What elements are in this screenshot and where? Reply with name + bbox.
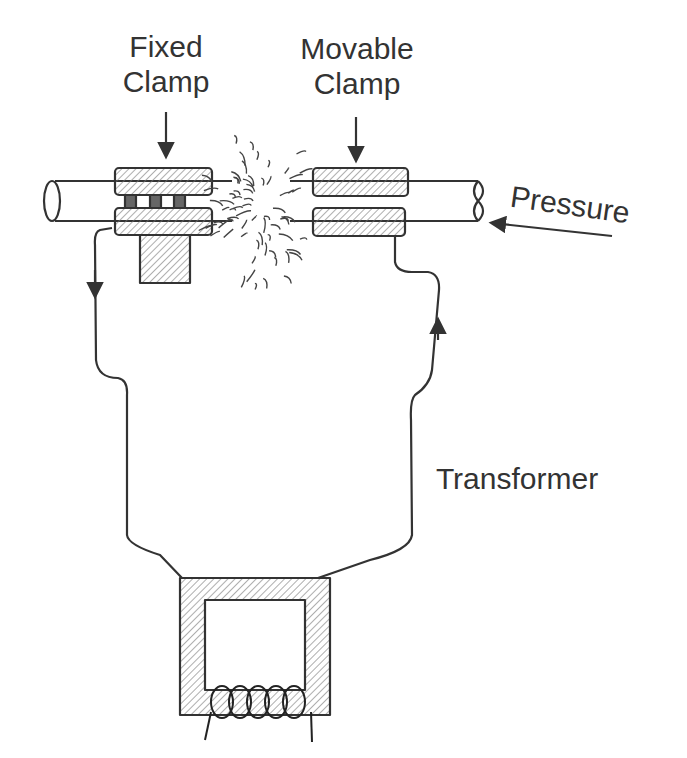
fixed-clamp-upper [115,168,212,195]
spark-stroke [274,258,276,266]
spark-stroke [234,136,237,144]
fixed-clamp-base [140,235,190,283]
spark-stroke [231,172,241,182]
spark-stroke [252,257,255,264]
spark-stroke [230,209,236,211]
coil-winding [283,686,305,718]
spark-stroke [255,283,257,289]
spark-stroke [257,151,259,159]
spark-stroke [263,278,267,288]
spark-stroke [214,222,223,224]
spark-stroke [243,204,252,206]
movable-clamp-lower [313,208,405,236]
spark-stroke [286,251,289,263]
spark-stroke [267,176,271,185]
spark-stroke [261,178,264,185]
spark-stroke [234,178,238,184]
movable-clamp-upper [313,168,408,196]
spark-stroke [285,168,289,174]
spark-stroke [222,207,229,210]
part-label: Movable Clamp [277,32,437,101]
spark-stroke [241,276,244,288]
spark-stroke [292,188,301,192]
spark-stroke [290,175,303,179]
transformer-core [180,578,330,715]
transformer-coil [205,686,312,742]
spark-stroke [271,225,281,230]
spark-stroke [282,217,289,225]
spark-stroke [204,188,218,190]
spark-stroke [233,207,243,209]
spark-stroke [220,201,234,205]
spark-stroke [268,160,270,167]
spark-stroke [243,179,253,187]
coil-lead [205,712,211,740]
right-wire [318,236,439,578]
part-label: Fixed Clamp [96,30,236,99]
spark-stroke [268,235,271,241]
spark-stroke [273,208,285,213]
spark-stroke [199,225,213,230]
spark-stroke [242,161,247,174]
left-wire [95,228,182,578]
spark-stroke [227,217,238,219]
spark-stroke [243,189,252,193]
spark-stroke [252,216,257,221]
spark-stroke [284,276,291,284]
spark-stroke [250,142,253,150]
spark-stroke [233,177,239,184]
flash-sparks [199,136,313,290]
spark-stroke [256,240,258,249]
spark-stroke [224,229,234,237]
spark-stroke [219,219,231,228]
spark-stroke [247,270,255,282]
spark-stroke [236,211,251,216]
spark-stroke [241,233,247,237]
spark-stroke [202,175,212,182]
spark-stroke [264,216,270,220]
spark-stroke [210,231,220,236]
coil-lead [311,712,312,742]
spark-stroke [232,197,241,199]
spark-stroke [300,169,313,173]
spark-stroke [264,218,266,233]
spark-stroke [297,151,307,154]
spark-stroke [287,250,301,255]
spark-stroke [244,198,253,201]
spark-stroke [242,220,247,229]
spark-stroke [265,243,267,256]
spark-stroke [279,234,293,241]
spark-stroke [269,251,276,257]
part-label: Transformer [407,462,627,497]
fixed-clamp-lower [115,208,212,235]
spark-stroke [300,238,307,240]
